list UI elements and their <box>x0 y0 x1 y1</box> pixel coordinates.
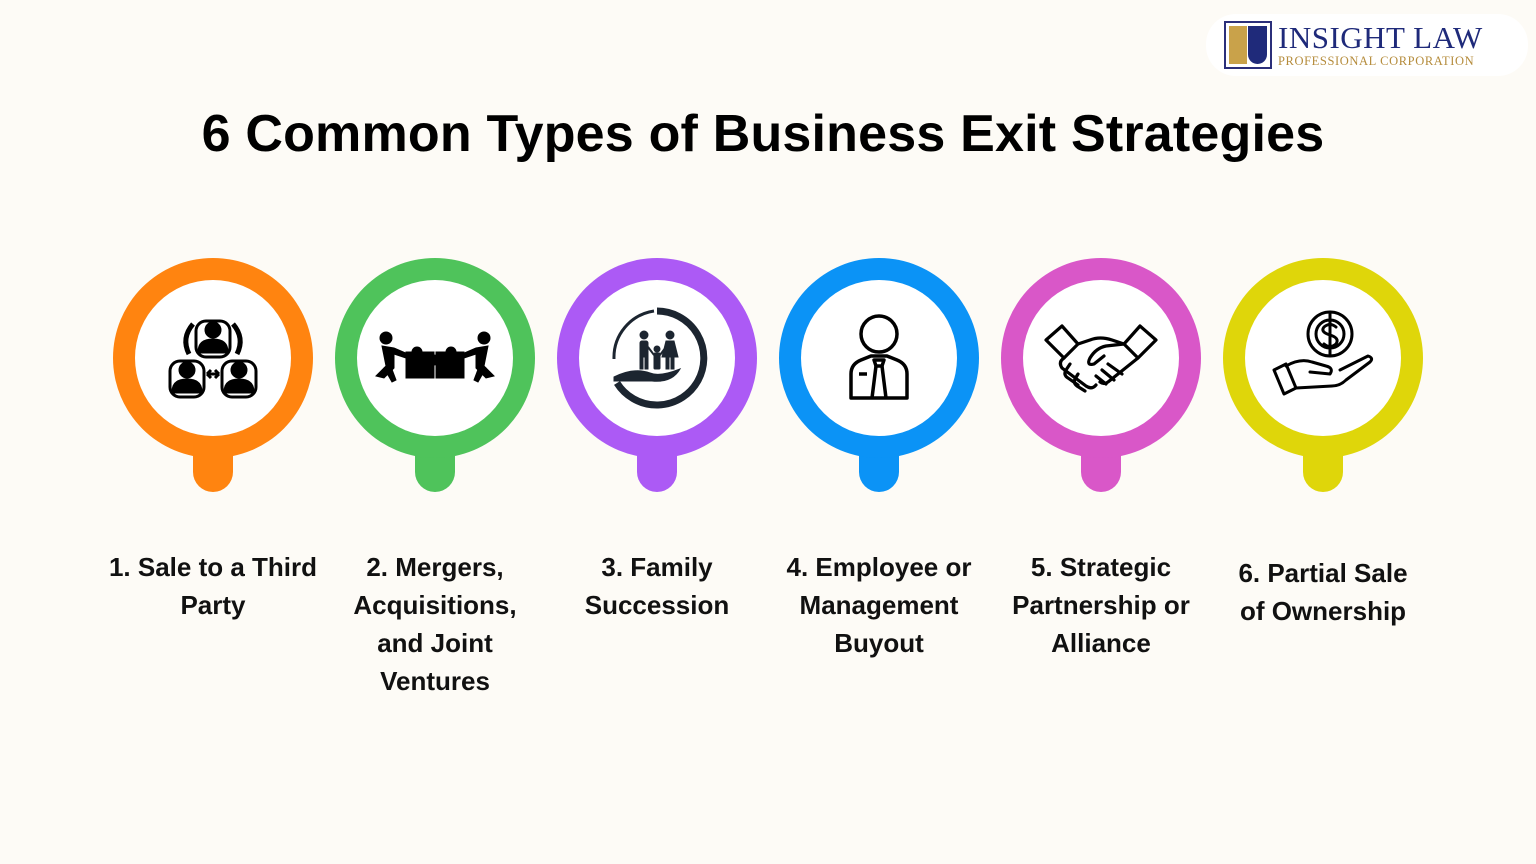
family-hand-icon <box>612 307 708 409</box>
logo-name: INSIGHT LAW <box>1278 20 1483 56</box>
pin-marker <box>335 258 535 494</box>
hand-coin-icon <box>1272 310 1374 396</box>
page-title: 6 Common Types of Business Exit Strategi… <box>201 105 1325 163</box>
pin-marker <box>557 258 757 494</box>
pin-marker <box>1001 258 1201 494</box>
employee-tie-icon <box>849 314 909 400</box>
people-exchange-icon <box>168 319 258 399</box>
pin-marker <box>1223 258 1423 494</box>
pin-marker <box>779 258 979 494</box>
handshake-icon <box>1044 324 1158 393</box>
logo-mark-icon <box>1224 21 1272 69</box>
insight-law-logo: INSIGHT LAW PROFESSIONAL CORPORATION <box>1206 14 1528 76</box>
pin-marker <box>113 258 313 494</box>
puzzle-push-icon <box>375 331 495 383</box>
logo-subtitle: PROFESSIONAL CORPORATION <box>1278 54 1475 69</box>
